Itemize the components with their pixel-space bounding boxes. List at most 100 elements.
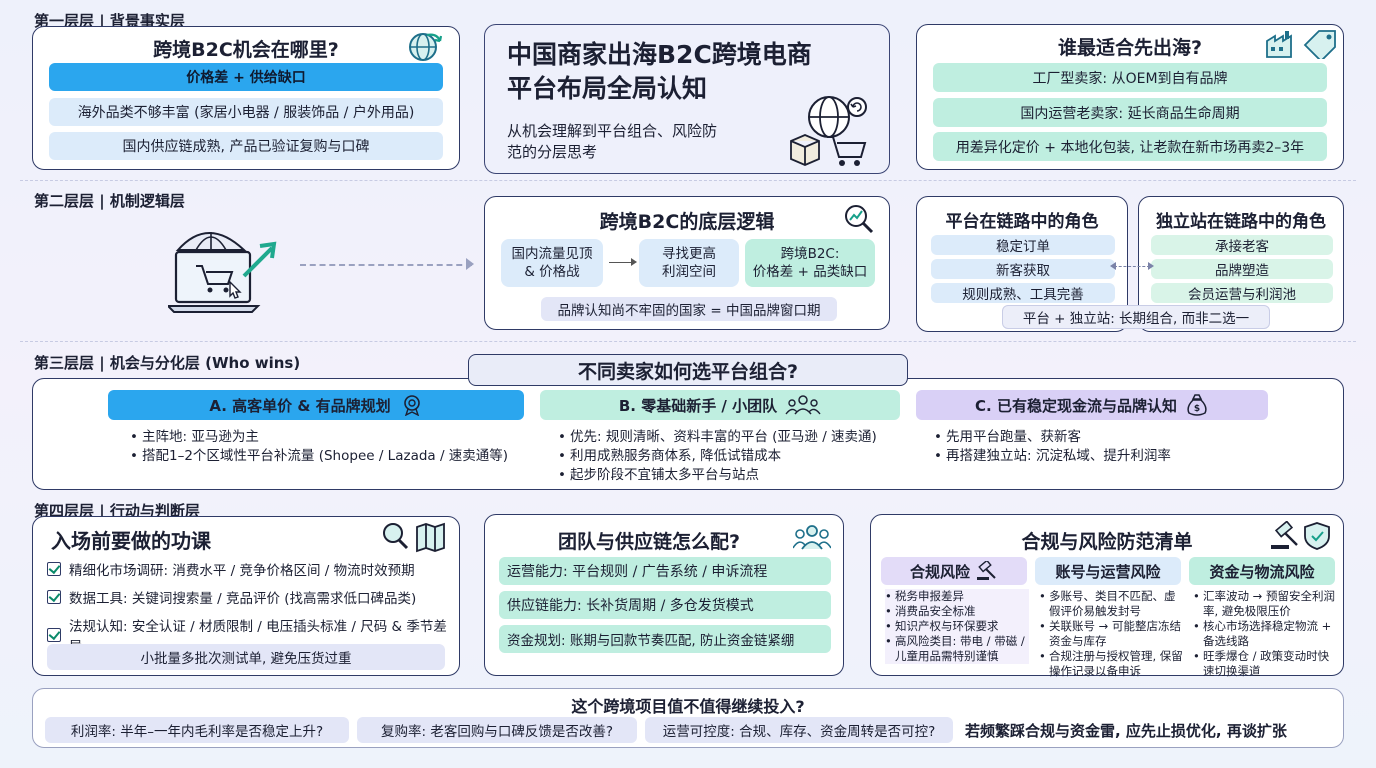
opportunity-item: 价格差 + 供给缺口 [49,63,443,91]
platform-role-item: 稳定订单 [931,235,1115,255]
site-role-item: 承接老客 [1151,235,1333,255]
logic-note: 品牌认知尚不牢固的国家 = 中国品牌窗口期 [541,297,837,321]
hero-card: 中国商家出海B2C跨境电商 平台布局全局认知 从机会理解到平台组合、风险防 范的… [484,24,890,174]
team-item: 运营能力: 平台规则 / 广告系统 / 申诉流程 [499,557,831,585]
checkbox-icon [47,628,61,642]
column-c-title: C. 已有稳定现金流与品牌认知 [975,396,1177,415]
opportunity-card: 跨境B2C机会在哪里? 价格差 + 供给缺口 海外品类不够丰富 (家居小电器 /… [32,26,460,170]
opportunity-item: 海外品类不够丰富 (家居小电器 / 服装饰品 / 户外用品) [49,98,443,126]
search-map-icon [383,522,445,553]
logic-card: 跨境B2C的底层逻辑 国内流量见顶 & 价格战 寻找更高 利润空间 跨境B2C:… [484,196,890,330]
risk-col-header: 合规风险 [881,557,1027,585]
team-title: 团队与供应链怎么配? [557,531,741,553]
risk-col-list: 税务申报差异 消费品安全标准 知识产权与环保要求 高风险类目: 带电 / 带磁 … [885,589,1029,664]
team-item: 供应链能力: 长补货周期 / 多仓发货模式 [499,591,831,619]
column-c-header: C. 已有稳定现金流与品牌认知 $ [916,390,1268,420]
opportunity-title: 跨境B2C机会在哪里? [153,39,339,61]
footer-conclusion: 若频繁踩合规与资金雷, 应先止损优化, 再谈扩张 [965,722,1287,740]
money-bag-icon: $ [1187,394,1207,416]
team-icon [793,525,831,550]
homework-check-label: 数据工具: 关键词搜索量 / 竞品评价 (找高需求低口碑品类) [69,591,417,607]
risk-col-list: 汇率波动 → 预留安全利润率, 避免极限压价 核心市场选择稳定物流 + 备选线路… [1193,589,1337,679]
risk-item: 税务申报差异 [885,589,1029,604]
platform-role-item: 新客获取 [931,259,1115,279]
gavel-shield-icon [1271,521,1330,550]
gavel-icon [977,561,996,580]
column-c-list: 先用平台跑量、获新客 再搭建独立站: 沉淀私域、提升利润率 [932,428,1332,466]
column-b-item: 优先: 规则清晰、资料丰富的平台 (亚马逊 / 速卖通) [556,428,906,447]
column-b-header: B. 零基础新手 / 小团队 [540,390,900,420]
footer-check: 利润率: 半年–一年内毛利率是否稳定上升? [45,717,349,743]
risk-item: 关联账号 → 可能整店冻结资金与库存 [1039,619,1183,649]
homework-check: 精细化市场调研: 消费水平 / 竞争价格区间 / 物流时效预期 [47,559,415,579]
homework-check-label: 精细化市场调研: 消费水平 / 竞争价格区间 / 物流时效预期 [69,563,415,579]
column-a-list: 主阵地: 亚马逊为主 搭配1–2个区域性平台补流量 (Shopee / Laza… [128,428,528,466]
risk-item: 知识产权与环保要求 [885,619,1029,634]
layer2-label: 第二层层 | 机制逻辑层 [34,192,185,210]
hero-title-line1: 中国商家出海B2C跨境电商 [507,40,812,69]
risk-card: 合规与风险防范清单 合规风险 税务申报差异 消费品安全标准 知识产权与环保要求 … [870,514,1344,679]
homework-note: 小批量多批次测试单, 避免压货过重 [47,644,445,670]
platform-role-item: 规则成熟、工具完善 [931,283,1115,303]
hero-subtitle-line2: 范的分层思考 [507,143,598,161]
risk-col-title: 合规风险 [909,562,970,581]
column-b-item: 起步阶段不宜铺太多平台与站点 [556,466,906,485]
homework-check: 数据工具: 关键词搜索量 / 竞品评价 (找高需求低口碑品类) [47,587,416,607]
who-item: 用差异化定价 + 本地化包装, 让老款在新市场再卖2–3年 [933,132,1327,161]
checkbox-icon [47,590,61,604]
column-a-item: 主阵地: 亚马逊为主 [128,428,528,447]
column-a-header: A. 高客单价 & 有品牌规划 [108,390,524,420]
risk-item: 汇率波动 → 预留安全利润率, 避免极限压价 [1193,589,1337,619]
hero-title-line2: 平台布局全局认知 [507,74,708,103]
risk-item: 合规注册与授权管理, 保留操作记录以备申诉 [1039,649,1183,679]
footer-check: 运营可控度: 合规、库存、资金周转是否可控? [645,717,953,743]
site-role-item: 品牌塑造 [1151,259,1333,279]
column-c-item: 先用平台跑量、获新客 [932,428,1332,447]
role-link-arrow-left [1110,262,1116,270]
risk-title: 合规与风险防范清单 [1021,531,1193,553]
footer-card: 这个跨境项目值不值得继续投入? 利润率: 半年–一年内毛利率是否稳定上升? 复购… [32,688,1344,748]
risk-item: 核心市场选择稳定物流 + 备选线路 [1193,619,1337,649]
laptop-cart-illustration [168,232,277,313]
team-people-icon [785,395,821,415]
layer-separator [20,180,1356,181]
flow-arrow [609,262,633,263]
layer4-label: 第四层层 | 行动与判断层 [34,502,200,520]
award-badge-icon [403,395,420,416]
layer-separator [20,341,1356,342]
homework-card: 入场前要做的功课 精细化市场调研: 消费水平 / 竞争价格区间 / 物流时效预期… [32,516,460,676]
globe-cart-box-icon [790,96,867,166]
opportunity-item: 国内供应链成熟, 产品已验证复购与口碑 [49,132,443,160]
combo-note: 平台 + 独立站: 长期组合, 而非二选一 [1002,305,1270,329]
layer3-label: 第三层层 | 机会与分化层 (Who wins) [34,354,301,372]
role-link-arrow-right [1148,262,1154,270]
risk-col-list: 多账号、类目不匹配、虚假评价易触发封号 关联账号 → 可能整店冻结资金与库存 合… [1039,589,1183,679]
logic-title: 跨境B2C的底层逻辑 [599,211,775,233]
risk-item: 多账号、类目不匹配、虚假评价易触发封号 [1039,589,1183,619]
flow-step: 跨境B2C: 价格差 + 品类缺口 [745,239,875,287]
homework-title: 入场前要做的功课 [51,529,211,553]
risk-item: 消费品安全标准 [885,604,1029,619]
role-link [1114,266,1150,267]
column-c-item: 再搭建独立站: 沉淀私域、提升利润率 [932,447,1332,466]
who-item: 国内运营老卖家: 延长商品生命周期 [933,98,1327,127]
hero-subtitle-line1: 从机会理解到平台组合、风险防 [507,122,718,140]
footer-title: 这个跨境项目值不值得继续投入? [571,697,805,716]
site-role-title: 独立站在链路中的角色 [1156,212,1326,232]
layer1-label: 第一层层 | 背景事实层 [34,12,185,30]
dashed-connector [300,264,472,266]
column-b-title: B. 零基础新手 / 小团队 [618,396,778,415]
column-a-item: 搭配1–2个区域性平台补流量 (Shopee / Lazada / 速卖通等) [128,447,528,466]
who-card: 谁最适合先出海? 工厂型卖家: 从OEM到自有品牌 国内运营老卖家: 延长商品生… [916,24,1344,170]
site-role-item: 会员运营与利润池 [1151,283,1333,303]
column-b-list: 优先: 规则清晰、资料丰富的平台 (亚马逊 / 速卖通) 利用成熟服务商体系, … [556,428,906,485]
magnifier-chart-icon [845,205,874,234]
who-item: 工厂型卖家: 从OEM到自有品牌 [933,63,1327,92]
flow-arrowhead [631,258,637,266]
checkbox-icon [47,562,61,576]
risk-item: 旺季爆仓 / 政策变动时快速切换渠道 [1193,649,1337,679]
footer-check: 复购率: 老客回购与口碑反馈是否改善? [357,717,637,743]
team-item: 资金规划: 账期与回款节奏匹配, 防止资金链紧绷 [499,625,831,653]
column-a-title: A. 高客单价 & 有品牌规划 [209,396,391,415]
column-b-item: 利用成熟服务商体系, 降低试错成本 [556,447,906,466]
